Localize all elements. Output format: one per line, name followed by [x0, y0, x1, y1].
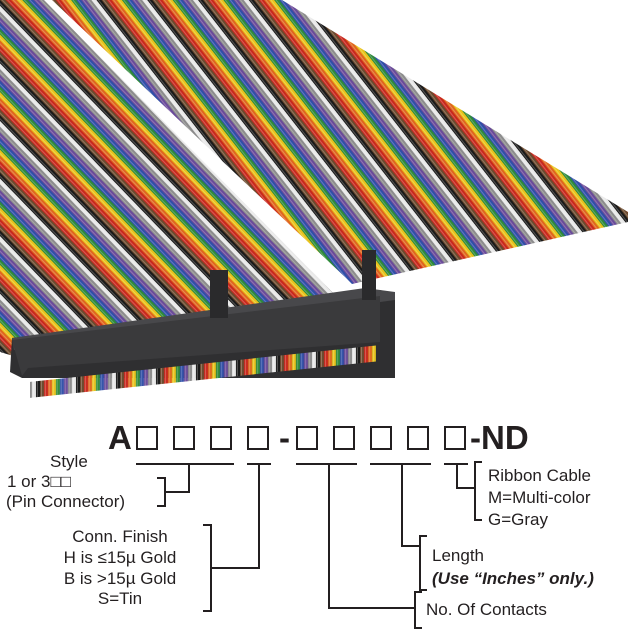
leader-line: [401, 545, 421, 547]
left-ribbon: [0, 0, 338, 370]
underline-length: [370, 463, 431, 465]
bracket: [474, 461, 482, 463]
ribbon-title: Ribbon Cable: [488, 466, 592, 485]
ribbon-cable-image: [0, 0, 628, 398]
code-box: [210, 426, 232, 450]
ribbon-m: M=Multi-color: [488, 488, 591, 507]
connector: [10, 250, 395, 398]
leader-line: [456, 463, 458, 489]
leader-line: [401, 463, 403, 547]
code-box: [173, 426, 195, 450]
style-title: Style: [50, 452, 88, 471]
code-box: [247, 426, 269, 450]
leader-line: [188, 463, 190, 493]
leader-line: [258, 463, 260, 569]
underline-contacts: [296, 463, 357, 465]
finish-b: B is >15µ Gold: [63, 569, 177, 588]
part-prefix: A: [108, 419, 132, 456]
length-title: Length: [432, 546, 484, 565]
leader-line: [456, 487, 476, 489]
leader-line: [328, 607, 416, 609]
bracket: [474, 461, 476, 521]
bracket: [157, 505, 165, 507]
part-suffix: -ND: [470, 419, 529, 456]
style-line2: (Pin Connector): [6, 492, 126, 511]
bracket: [474, 519, 482, 521]
code-box: [136, 426, 158, 450]
leader-line: [210, 567, 260, 569]
code-box: [407, 426, 429, 450]
code-box: [296, 426, 318, 450]
ribbon-g: G=Gray: [488, 510, 548, 529]
finish-h: H is ≤15µ Gold: [63, 548, 177, 567]
bracket: [164, 477, 166, 507]
bracket: [419, 589, 427, 591]
underline-style: [136, 463, 234, 465]
bracket: [210, 524, 212, 612]
code-box: [370, 426, 392, 450]
bracket: [414, 591, 416, 629]
bracket: [203, 524, 211, 526]
bracket: [157, 477, 165, 479]
bracket: [414, 591, 422, 593]
finish-s: S=Tin: [97, 589, 143, 608]
bracket: [203, 610, 211, 612]
leader-line: [328, 463, 330, 609]
part-dash: -: [279, 419, 290, 456]
length-note: (Use “Inches” only.): [432, 569, 594, 588]
style-line1: 1 or 3□□: [7, 472, 72, 491]
bracket: [419, 535, 427, 537]
contacts-title: No. Of Contacts: [426, 600, 547, 619]
bracket: [419, 535, 421, 591]
code-box: [444, 426, 466, 450]
bracket: [414, 627, 422, 629]
code-box: [333, 426, 355, 450]
right-ribbon: [52, 0, 628, 284]
finish-title: Conn. Finish: [72, 527, 168, 546]
leader-line: [164, 491, 190, 493]
